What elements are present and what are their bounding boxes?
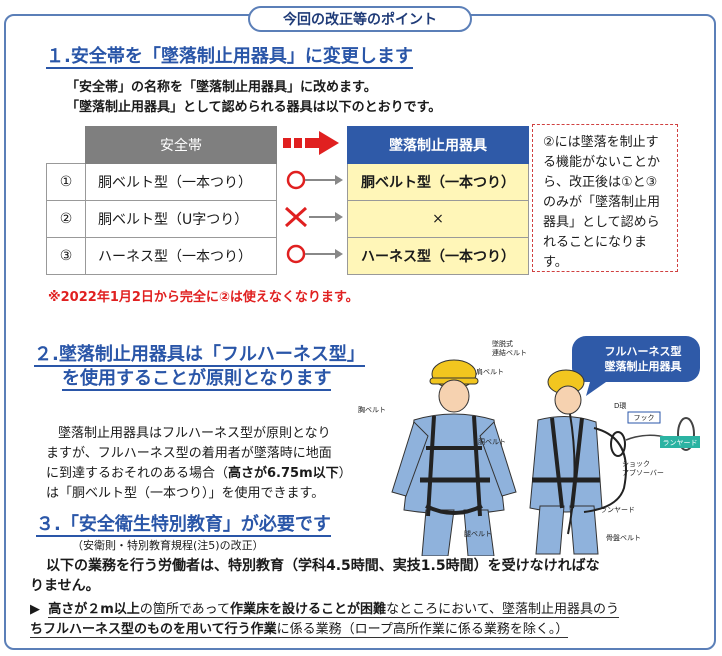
svg-text:アブソーバー: アブソーバー: [622, 468, 664, 477]
svg-text:胸ベルト: 胸ベルト: [358, 405, 386, 414]
back-worker-figure: [529, 369, 695, 555]
section2-title-line2: を使用することが原則となります: [62, 368, 332, 391]
svg-text:胴ベルト: 胴ベルト: [478, 438, 506, 446]
svg-text:墜落制止用器具: 墜落制止用器具: [605, 359, 682, 373]
svg-text:腿ベルト: 腿ベルト: [464, 530, 492, 538]
header-tab: 今回の改正等のポイント: [248, 6, 472, 32]
table-header-left: 安全帯: [85, 126, 277, 164]
svg-text:ショック: ショック: [622, 460, 650, 468]
harness-illustration: フルハーネス型 墜落制止用器具 墜脱式 連結ベルト 肩ベルト 胸ベルト 胴ベルト: [358, 336, 700, 556]
red-arrow-icon: [277, 127, 348, 164]
section3-title: ３.「安全衛生特別教育」が必要です: [36, 514, 331, 537]
circle-arrow-icon: [277, 164, 348, 201]
note-box: ②には墜落を制止する機能がないことから、改正後は①と③のみが「墜落制止用器具」と…: [532, 124, 678, 272]
table-row: ③ ハーネス型（一本つり） ハーネス型（一本つり）: [46, 237, 529, 275]
section2-body-2: ますが、フルハーネス型の着用者が墜落時に地面: [46, 446, 332, 461]
svg-text:墜脱式: 墜脱式: [492, 339, 513, 348]
section3-body-1: 以下の業務を行う労働者は、特別教育（学科4.5時間、実技1.5時間）を受けなけれ…: [46, 558, 600, 574]
table-row: ① 胴ベルト型（一本つり） 胴ベルト型（一本つり）: [46, 163, 529, 201]
svg-text:連結ベルト: 連結ベルト: [492, 348, 527, 357]
section2-body-3: に到達するおそれのある場合（高さが6.75m以下）: [46, 466, 352, 481]
section2-title-line1: ２.墜落制止用器具は「フルハーネス型」: [34, 344, 365, 367]
section1-title: １.安全帯を「墜落制止用器具」に変更します: [46, 46, 413, 69]
svg-text:ランヤード: ランヤード: [600, 506, 635, 514]
svg-text:ランヤード: ランヤード: [663, 439, 698, 447]
section1-line1: 「安全帯」の名称を「墜落制止用器具」に改めます。: [66, 80, 377, 95]
cross-arrow-icon: [277, 201, 348, 238]
table-header-right: 墜落制止用器具: [347, 126, 529, 164]
section2-body-4: は「胴ベルト型（一本つり）」を使用できます。: [46, 486, 325, 501]
svg-text:肩ベルト: 肩ベルト: [476, 367, 504, 376]
section1-line2: 「墜落制止用器具」として認められる器具は以下のとおりです。: [66, 100, 442, 115]
table-row: ② 胴ベルト型（U字つり） ×: [46, 200, 529, 238]
bullet-triangle-icon: ▶: [30, 602, 40, 617]
comparison-table: 安全帯 墜落制止用器具 ① 胴ベルト型（一本つり） 胴ベルト型（一本つり） ② …: [46, 126, 529, 275]
svg-text:フルハーネス型: フルハーネス型: [605, 344, 682, 358]
section3-body-2: りません。: [30, 578, 100, 594]
svg-text:D環: D環: [614, 402, 626, 410]
section3-subtitle: （安衛則・特別教育規程(注5)の改正）: [72, 539, 264, 552]
circle-arrow-icon: [277, 238, 348, 275]
svg-text:フック: フック: [634, 414, 655, 422]
svg-text:骨盤ベルト: 骨盤ベルト: [606, 533, 641, 542]
warning-text: ※2022年1月2日から完全に②は使えなくなります。: [48, 290, 359, 305]
section3-bullet: ▶ 高さが２m以上の箇所であって作業床を設けることが困難なところにおいて、墜落制…: [30, 602, 620, 638]
front-worker-figure: [391, 359, 517, 556]
section2-body-1: 墜落制止用器具はフルハーネス型が原則となり: [58, 426, 331, 441]
